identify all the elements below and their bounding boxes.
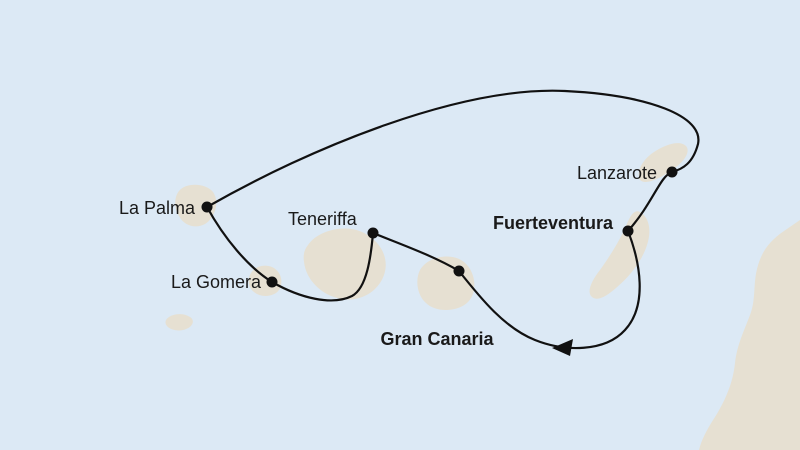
route-layer [205, 89, 700, 356]
island-lanzarote [638, 143, 688, 182]
island-fuerteventura [589, 211, 650, 299]
island-la-palma [175, 184, 217, 227]
route-teneriffa-grancanaria [371, 231, 461, 273]
port-dot-fuerteventura [622, 225, 634, 237]
port-dot-lanzarote [666, 166, 678, 178]
port-label-teneriffa: Teneriffa [288, 209, 358, 229]
port-dot-la-gomera [266, 276, 278, 288]
route-lapalma-lanzarote-fuerteventura [205, 89, 700, 233]
port-dot-teneriffa [367, 227, 379, 239]
port-dot-la-palma [201, 201, 213, 213]
route-fuerteventura-grancanaria [457, 229, 641, 350]
port-label-la-gomera: La Gomera [171, 272, 262, 292]
africa-coastline [699, 220, 800, 450]
labels-layer: La Palma Teneriffa La Gomera Gran Canari… [119, 163, 657, 349]
route-lapalma-lagomera [205, 205, 274, 284]
island-el-hierro [165, 314, 193, 331]
port-dot-gran-canaria [453, 265, 465, 277]
port-label-fuerteventura: Fuerteventura [493, 213, 614, 233]
islands-layer [165, 143, 800, 450]
port-label-gran-canaria: Gran Canaria [380, 329, 494, 349]
port-label-la-palma: La Palma [119, 198, 196, 218]
port-label-lanzarote: Lanzarote [577, 163, 657, 183]
ports-layer [201, 166, 678, 288]
route-direction-arrow [552, 339, 573, 356]
route-lagomera-teneriffa [270, 231, 375, 302]
island-teneriffa [303, 228, 386, 300]
island-la-gomera [248, 265, 282, 296]
